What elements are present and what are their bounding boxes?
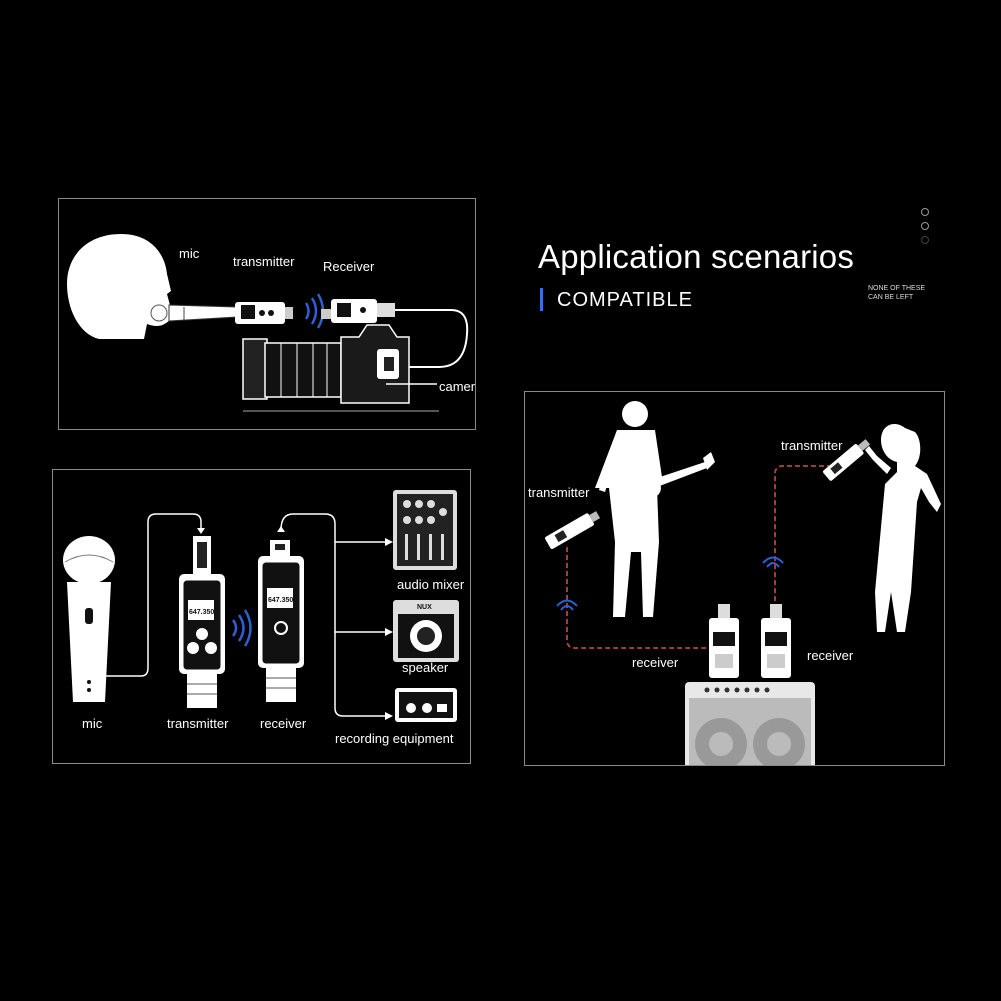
stage-scenario-illustration	[545, 401, 941, 765]
label-mic: mic	[82, 716, 103, 731]
speaker-icon	[393, 600, 459, 662]
transmitter-device-icon	[179, 536, 225, 708]
transmitter-left-icon	[545, 511, 601, 549]
label-recording-equipment: recording equipment	[335, 731, 454, 746]
arrow-icon	[385, 538, 393, 546]
label-receiver-left: receiver	[632, 655, 679, 670]
cable-mic-transmitter	[105, 513, 202, 677]
camera-icon	[242, 324, 410, 404]
panel-signal-chain: 647.350 647.350 NUX mic transmitter rece…	[52, 469, 471, 764]
wireless-signal-icon	[304, 293, 325, 329]
arrow-icon	[385, 712, 393, 720]
receiver-left-icon	[709, 604, 739, 678]
receiver-device-icon	[258, 540, 304, 702]
receiver-device-icon	[321, 299, 395, 323]
side-note: NONE OF THESE CAN BE LEFT	[868, 284, 938, 302]
label-transmitter-right: transmitter	[781, 438, 843, 453]
pager-dot-icon	[921, 208, 929, 216]
accent-bar	[540, 288, 543, 311]
signal-chain-illustration	[63, 490, 459, 722]
arrow-icon	[385, 628, 393, 636]
label-receiver: receiver	[260, 716, 307, 731]
page-title: Application scenarios	[538, 238, 855, 275]
page-subtitle: COMPATIBLE	[557, 289, 693, 311]
pager-dot-icon	[921, 222, 929, 230]
label-transmitter: transmitter	[167, 716, 229, 731]
pager-dot-icon	[921, 236, 929, 244]
amplifier-icon	[685, 682, 815, 765]
receiver-frequency: 647.350	[268, 597, 294, 604]
side-note-line-2: CAN BE LEFT	[868, 294, 914, 301]
cable-receiver-top	[280, 513, 385, 717]
label-receiver-right: receiver	[807, 648, 854, 663]
camera-scenario-illustration	[67, 234, 469, 412]
handheld-mic-icon	[63, 536, 115, 702]
recording-equipment-icon	[395, 688, 457, 722]
handheld-mic-icon	[146, 301, 238, 325]
guitarist-silhouette-icon	[595, 401, 715, 617]
panel-camera-scenario: mic transmitter Receiver camera	[58, 198, 476, 430]
panel-stage-scenario: transmitter transmitter receiver receive…	[524, 391, 945, 766]
transmitter-frequency: 647.350	[189, 609, 215, 616]
wireless-signal-icon	[556, 556, 784, 611]
label-audio-mixer: audio mixer	[397, 577, 465, 592]
receiver-right-icon	[761, 604, 791, 678]
speaker-brand: NUX	[417, 604, 432, 611]
audio-mixer-icon	[393, 490, 457, 570]
audio-cable	[395, 309, 469, 368]
label-transmitter: transmitter	[233, 254, 295, 269]
dashed-cable-left	[566, 547, 711, 649]
transmitter-device-icon	[235, 302, 293, 324]
wireless-signal-icon	[231, 609, 252, 647]
side-note-line-1: NONE OF THESE	[868, 285, 926, 292]
label-camera: camera	[439, 379, 476, 394]
singer-silhouette-icon	[865, 424, 941, 632]
dashed-cable-right	[774, 465, 840, 614]
label-transmitter-left: transmitter	[528, 485, 590, 500]
transmitter-right-icon	[823, 439, 871, 481]
label-mic: mic	[179, 246, 200, 261]
head-silhouette-icon	[67, 234, 171, 339]
label-speaker: speaker	[402, 660, 449, 675]
label-receiver: Receiver	[323, 259, 375, 274]
